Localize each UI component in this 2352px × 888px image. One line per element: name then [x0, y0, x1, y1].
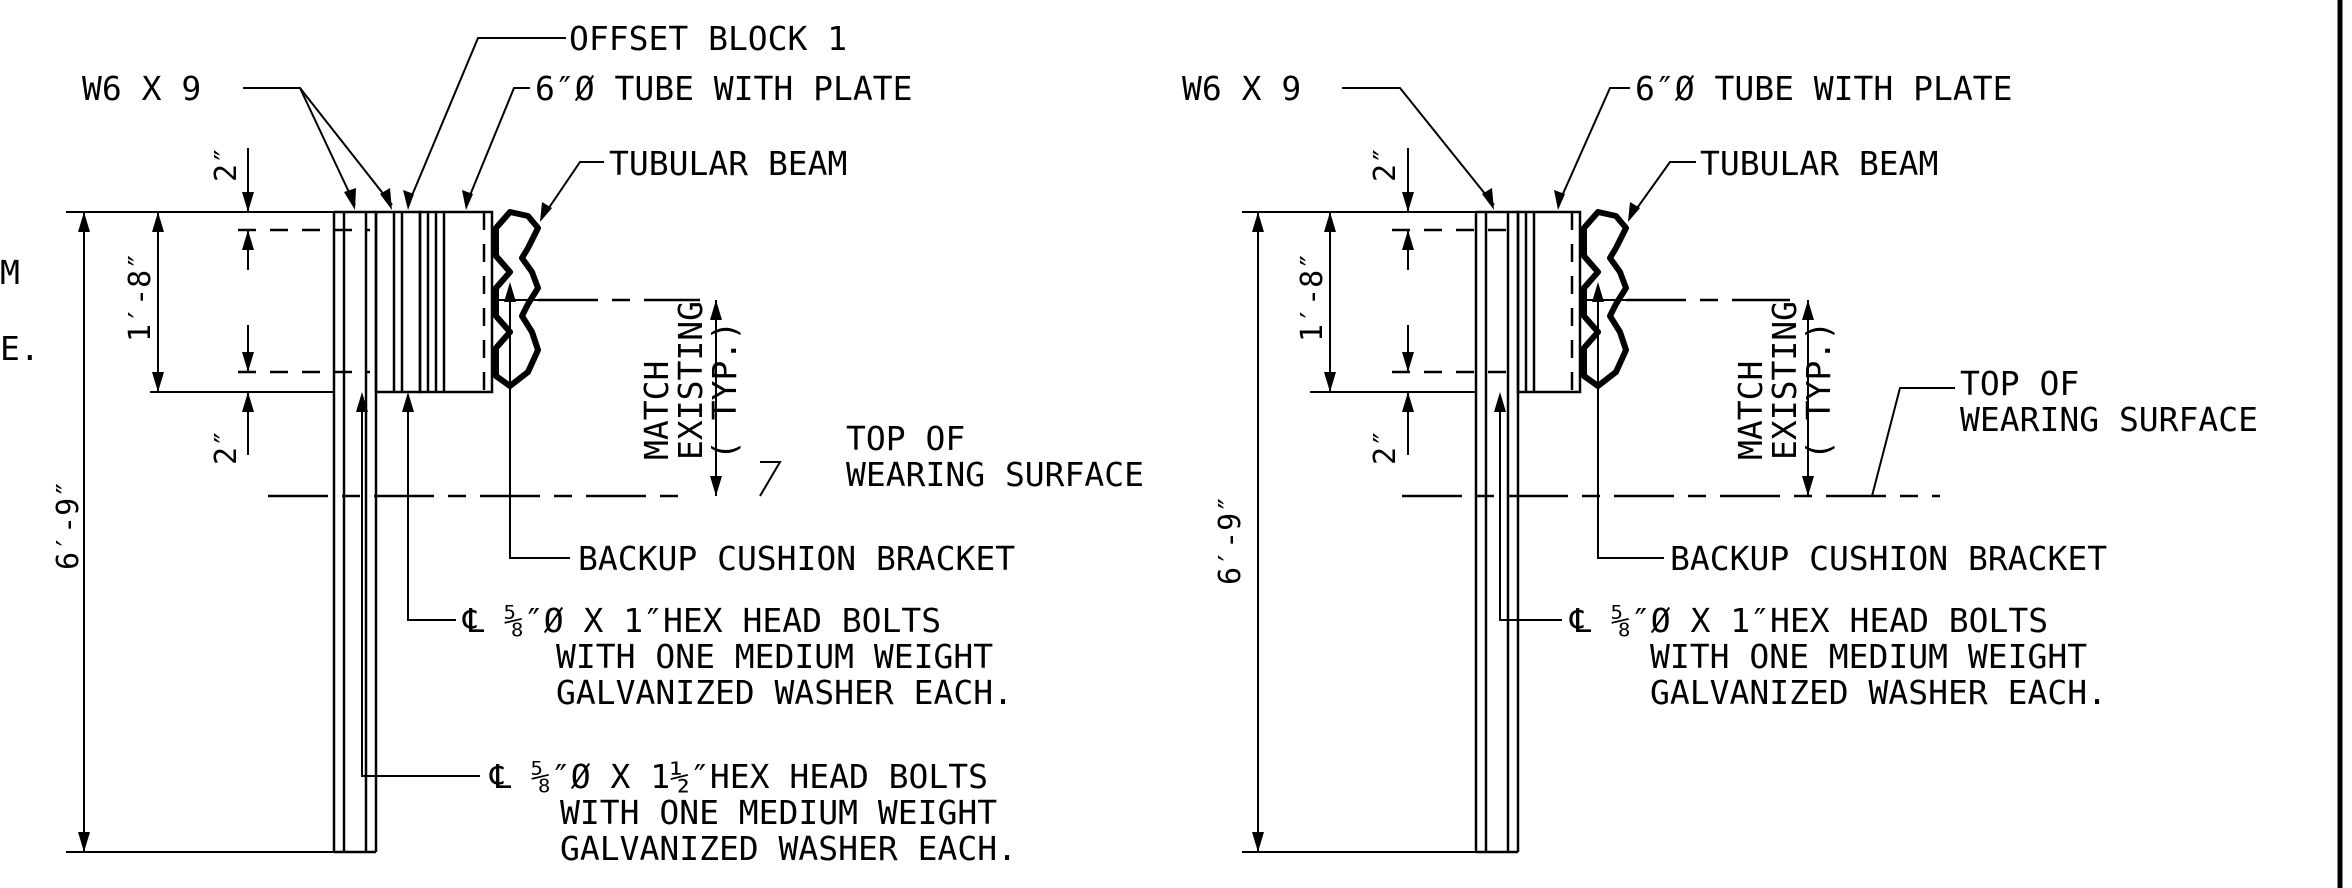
label-w6x9-right: W6 X 9: [1182, 69, 1301, 108]
bolt1-line2: WITH ONE MEDIUM WEIGHT: [556, 637, 993, 676]
left-partial-annotation: M E.: [0, 253, 40, 368]
label-w6x9: W6 X 9: [82, 69, 201, 108]
tube-with-plate: [418, 210, 494, 394]
tubular-beam-profile-right: [1581, 209, 1629, 389]
dim-mid-text-right: 1′-8″: [1295, 252, 1330, 342]
label-tube-with-plate-right: 6″Ø TUBE WITH PLATE: [1635, 69, 2013, 108]
tubular-beam-profile: [493, 209, 541, 389]
match-line2: EXISTING: [671, 301, 710, 460]
bolt1-line3-right: GALVANIZED WASHER EACH.: [1650, 673, 2107, 712]
leader-lines: [243, 37, 782, 777]
label-tubular-beam: TUBULAR BEAM: [609, 144, 847, 183]
match-line1: MATCH: [637, 361, 676, 460]
label-backup-cushion-bracket: BACKUP CUSHION BRACKET: [578, 539, 1015, 578]
offset-block: [374, 210, 422, 394]
dim-total-text-right: 6′-9″: [1213, 495, 1248, 585]
match-line1-right: MATCH: [1731, 361, 1770, 460]
top-surface-line2-right: WEARING SURFACE: [1960, 400, 2258, 439]
bolt2-line2: WITH ONE MEDIUM WEIGHT: [560, 793, 997, 832]
bolt1-line2-right: WITH ONE MEDIUM WEIGHT: [1650, 637, 2087, 676]
label-tube-with-plate: 6″Ø TUBE WITH PLATE: [535, 69, 913, 108]
bolt2-line3: GALVANIZED WASHER EACH.: [560, 829, 1017, 868]
dim-bottom-text: 2″: [209, 429, 244, 465]
bolt1-line3: GALVANIZED WASHER EACH.: [556, 673, 1013, 712]
dim-bottom-text-right: 2″: [1368, 429, 1403, 465]
top-surface-line1: TOP OF: [846, 419, 965, 458]
dim-total-text: 6′-9″: [51, 480, 86, 570]
w6x9-post: [332, 210, 378, 854]
label-backup-cushion-bracket-right: BACKUP CUSHION BRACKET: [1670, 539, 2107, 578]
match-line3-right: ( TYP.): [1799, 321, 1838, 460]
dim-top-text-right: 2″: [1368, 146, 1403, 182]
w6x9-post-right: [1474, 210, 1520, 854]
dim-mid-text: 1′-8″: [123, 252, 158, 342]
tube-with-plate-right: [1516, 210, 1582, 394]
match-line3: ( TYP.): [705, 321, 744, 460]
bolt1-line1-right: ℄ ⅝″Ø X 1″HEX HEAD BOLTS: [1569, 601, 2048, 640]
dim-top-text: 2″: [209, 146, 244, 182]
match-line2-right: EXISTING: [1765, 301, 1804, 460]
detail-left: W6 X 9 OFFSET BLOCK 1 6″Ø TUBE WITH PLAT…: [51, 19, 1144, 868]
label-offset-block: OFFSET BLOCK 1: [569, 19, 847, 58]
partial-text-m: M: [0, 253, 20, 292]
bolt2-line1: ℄ ⅝″Ø X 1½″HEX HEAD BOLTS: [489, 757, 988, 796]
bolt1-line1: ℄ ⅝″Ø X 1″HEX HEAD BOLTS: [462, 601, 941, 640]
leader-lines-right: [1342, 87, 1955, 621]
detail-right: W6 X 9 6″Ø TUBE WITH PLATE TUBULAR BEAM …: [1182, 69, 2258, 854]
top-surface-line2: WEARING SURFACE: [846, 455, 1144, 494]
label-tubular-beam-right: TUBULAR BEAM: [1700, 144, 1938, 183]
partial-text-e: E.: [0, 329, 40, 368]
top-surface-line1-right: TOP OF: [1960, 364, 2079, 403]
